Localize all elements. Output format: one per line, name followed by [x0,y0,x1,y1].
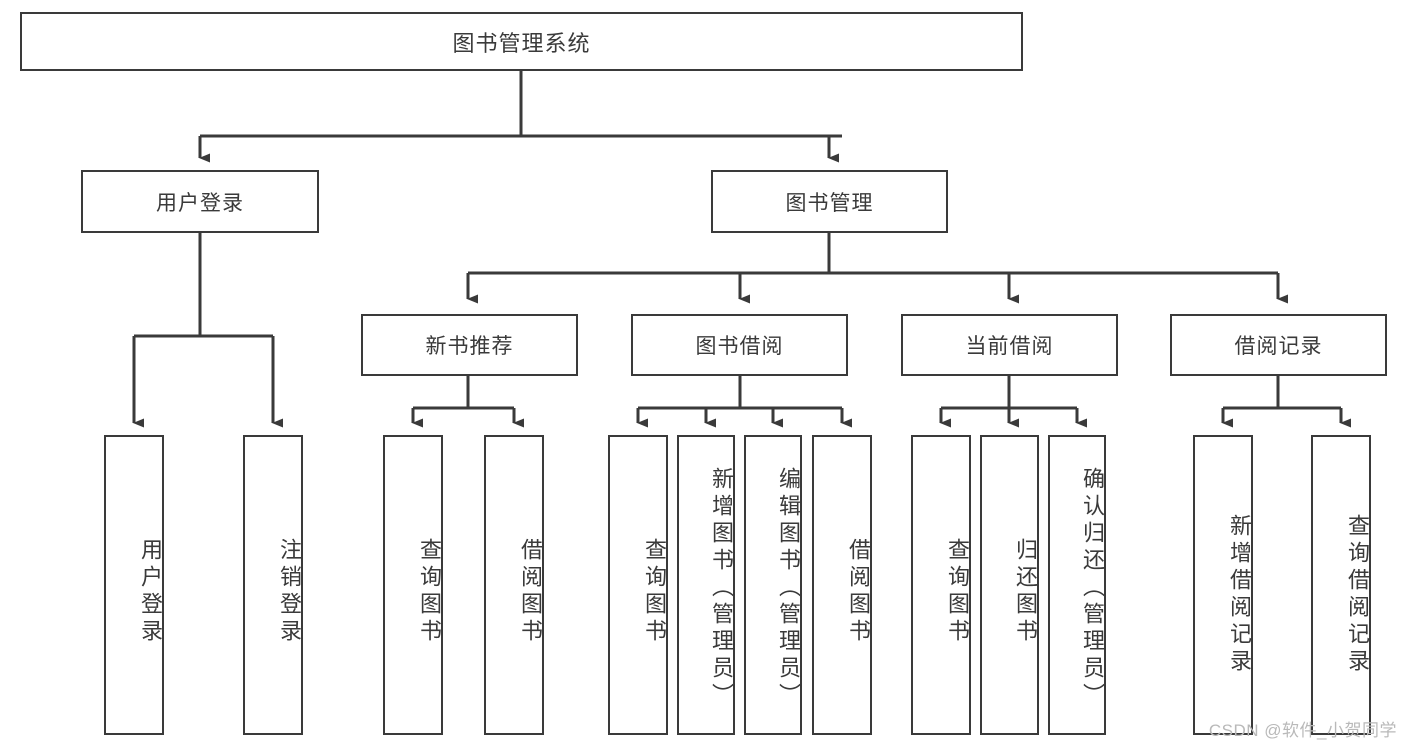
leaf-borrow-book[interactable]: 借阅图书 [812,435,872,735]
node-root[interactable]: 图书管理系统 [20,12,1023,71]
node-user-login[interactable]: 用户登录 [81,170,319,233]
node-borrow-record[interactable]: 借阅记录 [1170,314,1387,376]
node-book-borrow[interactable]: 图书借阅 [631,314,848,376]
leaf-logout[interactable]: 注销登录 [243,435,303,735]
leaf-borrow-book-recommend[interactable]: 借阅图书 [484,435,544,735]
node-new-book-recommend[interactable]: 新书推荐 [361,314,578,376]
leaf-user-login[interactable]: 用户登录 [104,435,164,735]
node-book-management[interactable]: 图书管理 [711,170,948,233]
leaf-return-book[interactable]: 归还图书 [980,435,1039,735]
watermark: CSDN @软件_小贺同学 [1208,721,1397,740]
leaf-query-book-recommend[interactable]: 查询图书 [383,435,443,735]
leaf-confirm-return-admin[interactable]: 确认归还（管理员） [1048,435,1106,735]
leaf-query-book-borrow[interactable]: 查询图书 [608,435,668,735]
leaf-query-borrow-record[interactable]: 查询借阅记录 [1311,435,1371,735]
leaf-add-book-admin[interactable]: 新增图书（管理员） [677,435,735,735]
leaf-edit-book-admin[interactable]: 编辑图书（管理员） [744,435,802,735]
leaf-query-book-current[interactable]: 查询图书 [911,435,971,735]
node-current-borrow[interactable]: 当前借阅 [901,314,1118,376]
leaf-add-borrow-record[interactable]: 新增借阅记录 [1193,435,1253,735]
